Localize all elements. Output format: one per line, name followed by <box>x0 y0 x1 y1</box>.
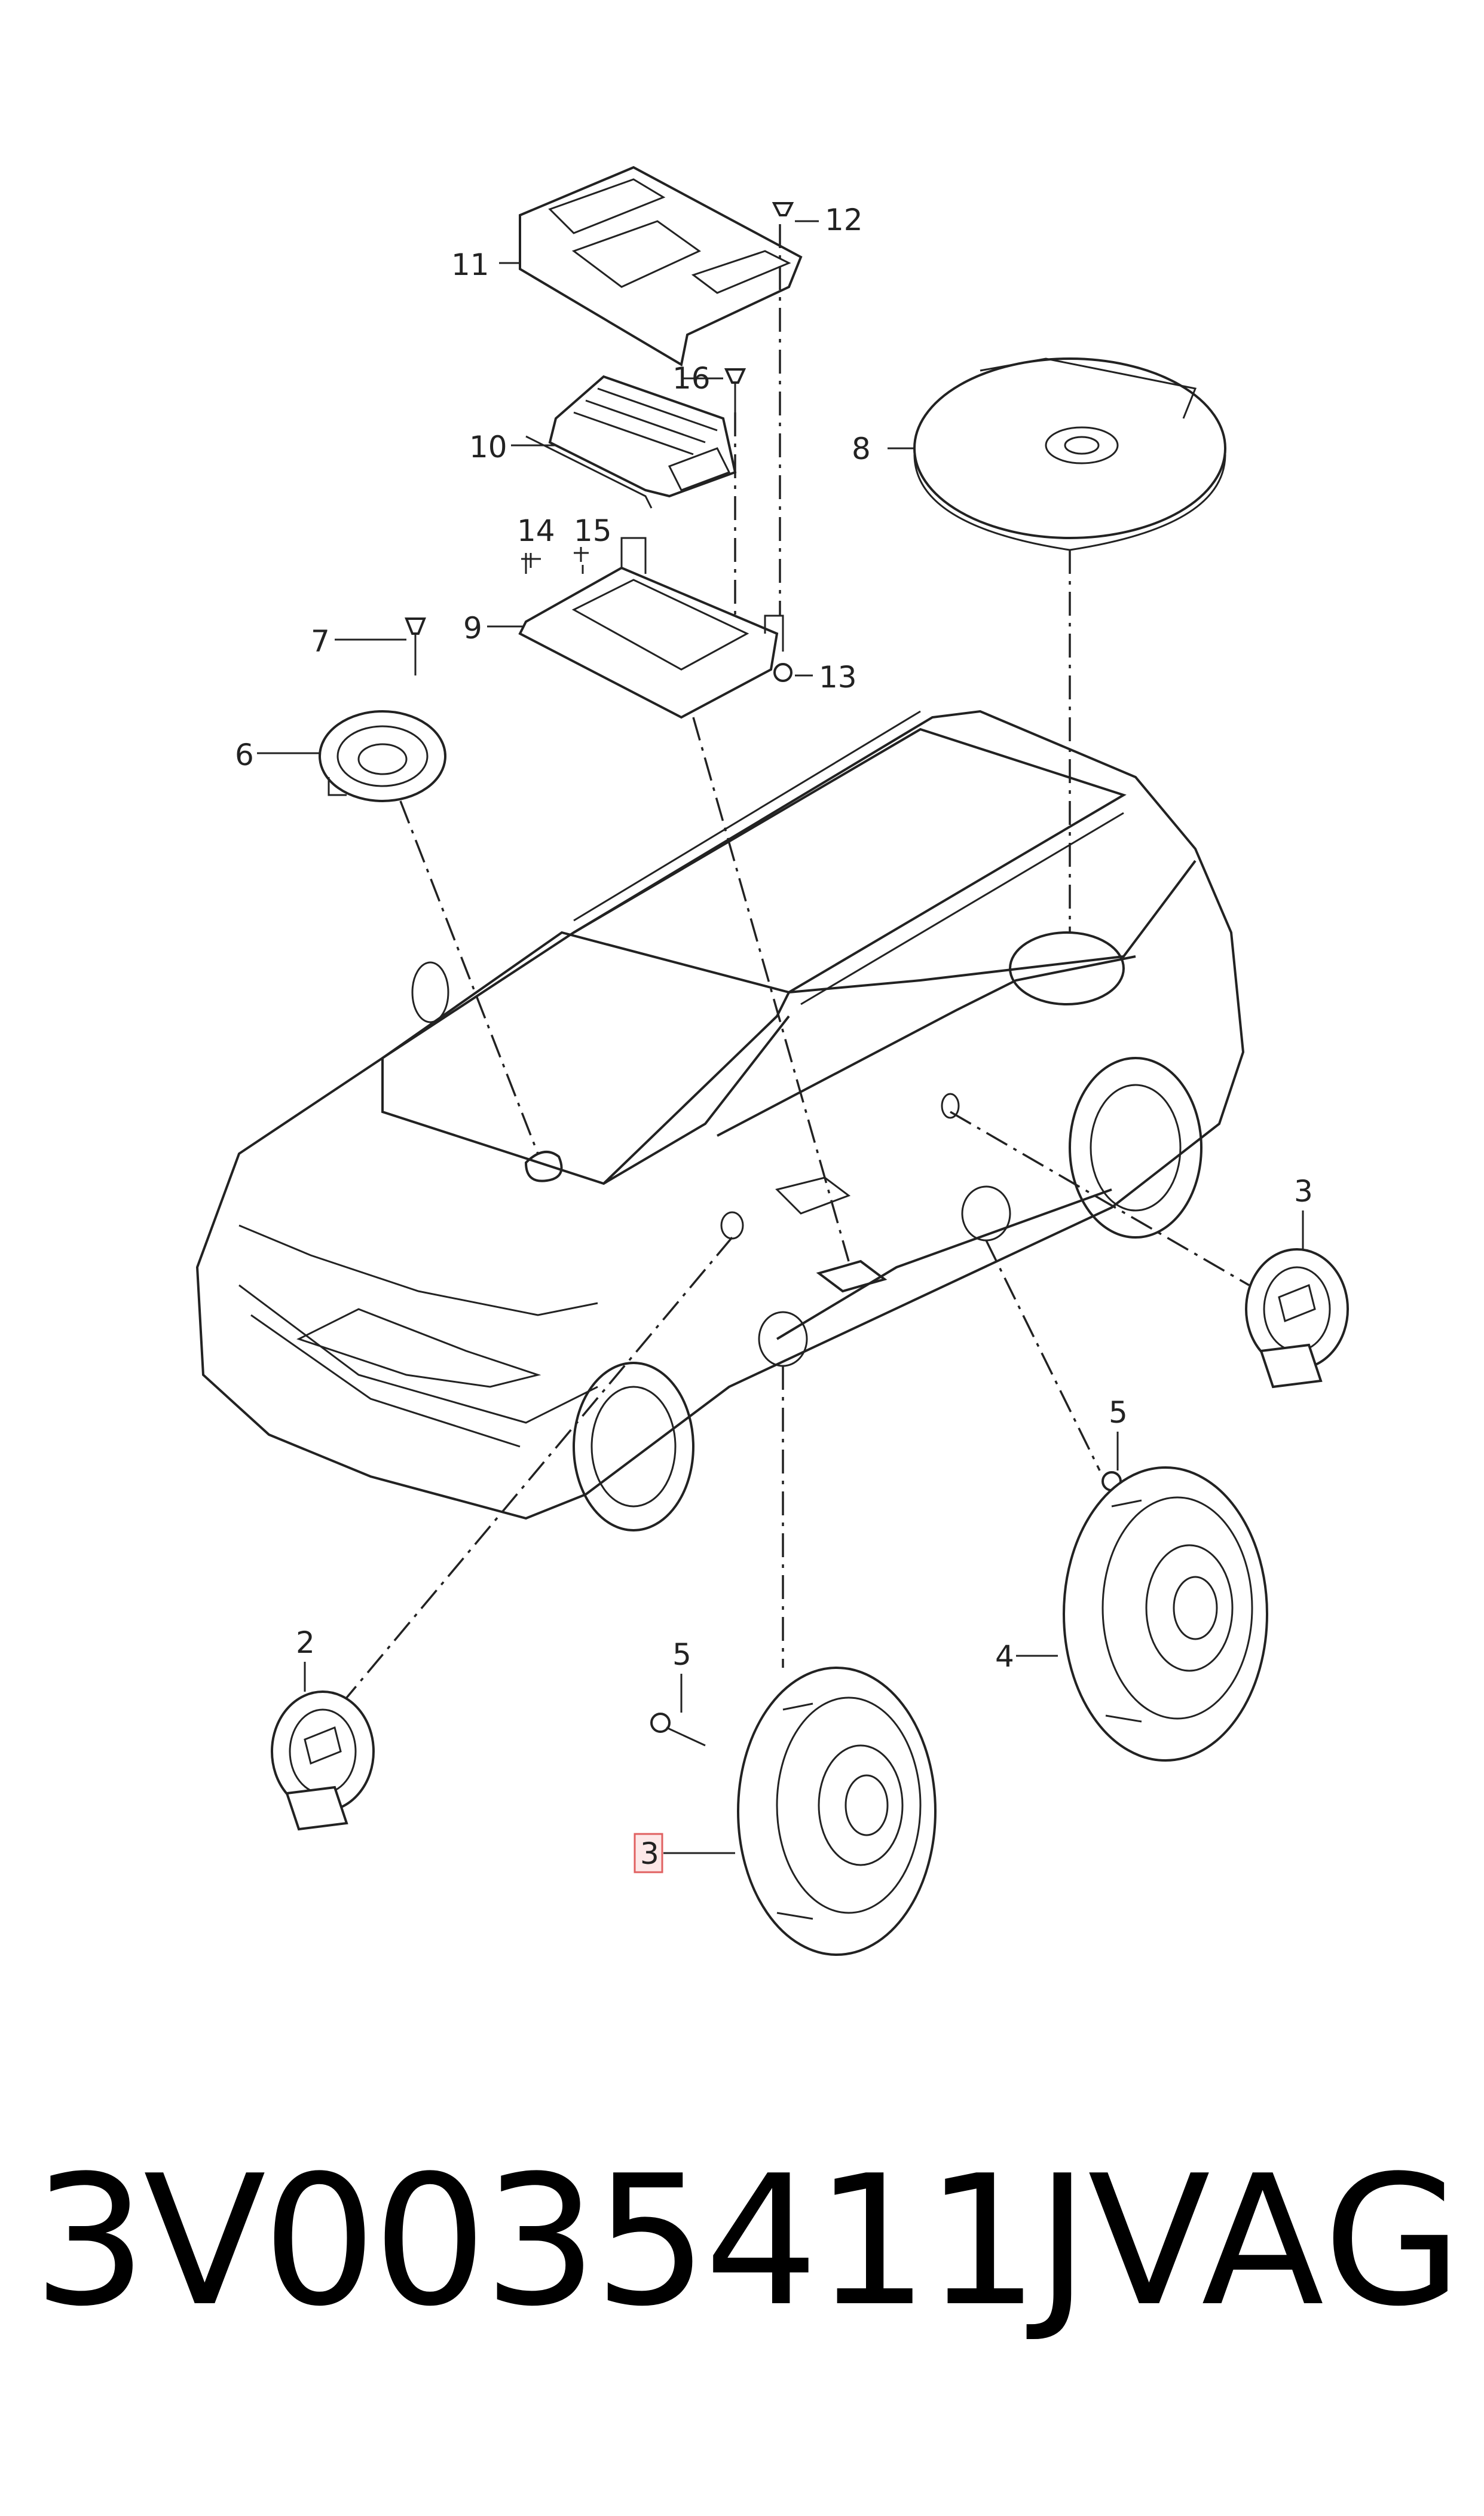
tweeter-location-marker <box>524 1151 563 1182</box>
part-4-door-speaker <box>1063 1466 1268 1762</box>
rear-door-speaker-marker <box>961 1185 1011 1242</box>
footer: 3V0035411J VAG <box>0 2128 1484 2427</box>
callout-11: 11 <box>451 247 489 282</box>
part-1-tweeter-housing <box>271 1690 375 1831</box>
amplifier-location-marker <box>816 1259 888 1293</box>
callout-16: 16 <box>672 361 711 396</box>
part-9-bracket <box>518 537 784 719</box>
part-number: 3V0035411J <box>33 2137 1089 2346</box>
front-door-speaker-marker <box>758 1311 808 1367</box>
connector-lines <box>345 224 1250 1699</box>
callout-7: 7 <box>311 624 330 659</box>
part-6-tweeter <box>319 710 446 802</box>
callout-15: 15 <box>574 513 612 548</box>
callout-6: 6 <box>235 738 254 772</box>
parts-diagram: 11 12 16 10 8 14 15 9 13 7 6 2 3 5 5 3 4 <box>195 166 1349 1956</box>
callout-14: 14 <box>517 513 555 548</box>
exploded-view: 11 12 16 10 8 14 15 9 13 7 6 2 3 5 5 3 4 <box>195 166 1349 1956</box>
part-3-door-speaker <box>737 1667 937 1956</box>
part-2-tweeter-housing <box>1245 1248 1349 1389</box>
callout-8: 8 <box>852 432 871 466</box>
callout-2: 3 <box>1294 1174 1313 1209</box>
callout-12: 12 <box>825 203 863 237</box>
brand-name: VAG <box>1088 2137 1465 2346</box>
car-body <box>195 710 1245 1531</box>
callout-13: 13 <box>819 660 857 695</box>
callout-4: 4 <box>995 1639 1014 1674</box>
callout-3-highlight <box>634 1833 663 1873</box>
subwoofer-location-marker <box>1009 931 1125 1005</box>
callout-3: 3 <box>640 1836 659 1871</box>
part-8-subwoofer <box>913 357 1226 551</box>
callout-10: 10 <box>469 430 507 464</box>
callout-1: 2 <box>296 1625 315 1660</box>
callout-leaders <box>257 220 1304 1854</box>
callout-5-front: 5 <box>672 1637 691 1672</box>
callout-9: 9 <box>463 611 482 646</box>
callout-5-rear: 5 <box>1109 1395 1128 1430</box>
part-11-amplifier-cover <box>519 166 803 367</box>
callouts: 11 12 16 10 8 14 15 9 13 7 6 2 3 5 5 3 4 <box>235 203 1313 1873</box>
part-10-amplifier <box>525 375 737 509</box>
